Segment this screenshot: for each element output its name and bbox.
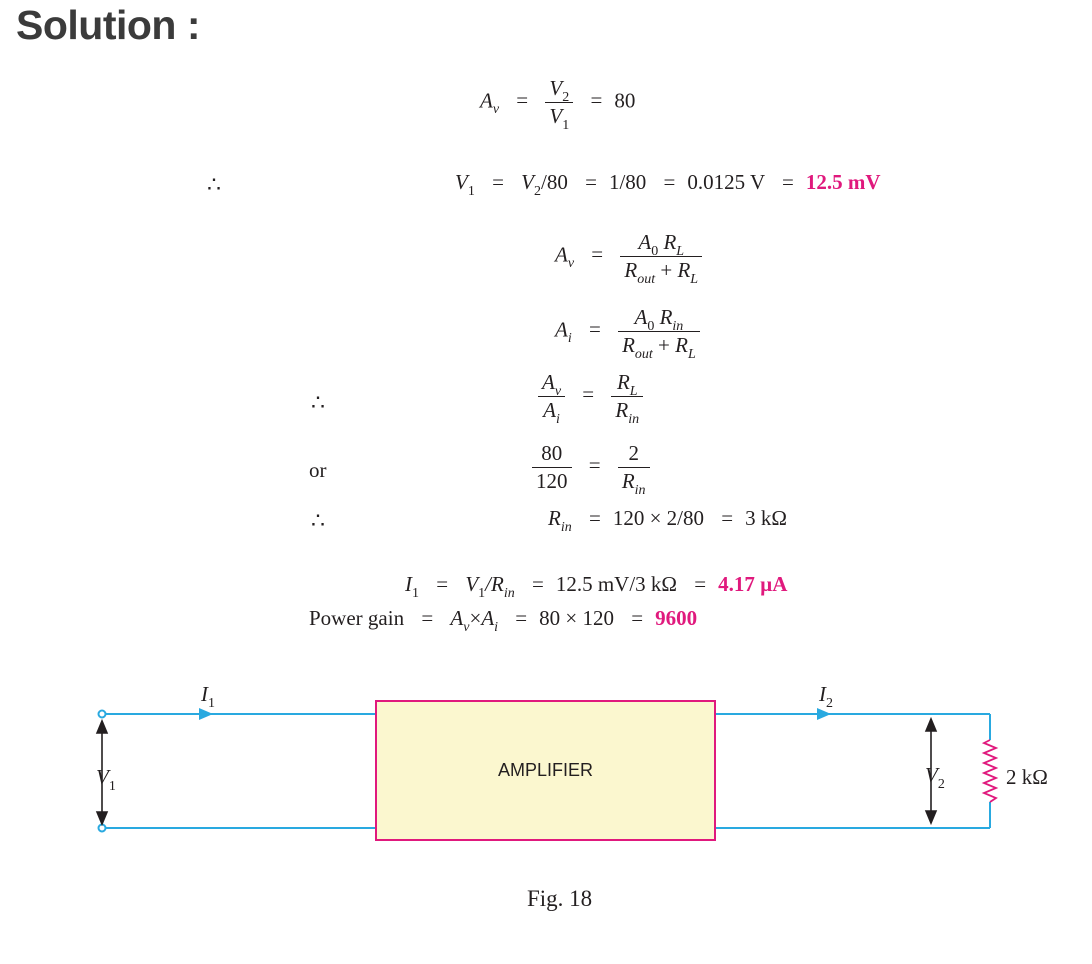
solution-heading: Solution :	[16, 2, 201, 48]
fraction: V2 V1	[545, 78, 574, 133]
therefore-symbol: ∴	[207, 172, 221, 197]
output-voltage-arrow-down	[924, 810, 938, 826]
amplifier-block: AMPLIFIER	[375, 700, 716, 841]
output-voltage-arrow-up	[924, 716, 938, 732]
fraction: RL Rin	[611, 372, 644, 427]
output-voltage-label: V2	[925, 763, 945, 792]
output-current-arrow	[817, 708, 831, 720]
output-current-label: I2	[819, 682, 833, 711]
fraction: A0 Rin Rout + RL	[618, 307, 700, 362]
input-voltage-arrow-down	[95, 811, 109, 827]
equation-input-current: I1 = V1/Rin =12.5 mV/3 kΩ =4.17 µA	[405, 572, 788, 601]
amplifier-label: AMPLIFIER	[497, 760, 594, 780]
equation-input-resistance: Rin =120 × 2/80 =3 kΩ	[548, 506, 787, 535]
equation-ai-formula: Ai = A0 Rin Rout + RL	[555, 307, 700, 362]
or-label: or	[309, 458, 327, 482]
therefore-symbol: ∴	[311, 390, 325, 415]
result-value: 12.5 mV	[805, 170, 881, 194]
input-voltage-arrow-up	[95, 718, 109, 734]
input-terminal-top	[97, 709, 107, 719]
equation-input-voltage: V1 = V2/80 =1/80 =0.0125 V =12.5 mV	[455, 170, 881, 199]
equation-substituted: 80 120 = 2 Rin	[532, 443, 650, 498]
input-current-arrow	[199, 708, 213, 720]
fraction: Av Ai	[538, 372, 566, 427]
fraction: 2 Rin	[617, 443, 650, 498]
equation-ratio: Av Ai = RL Rin	[538, 372, 644, 427]
load-resistance-label: 2 kΩ	[1006, 765, 1048, 789]
figure-caption: Fig. 18	[527, 886, 593, 911]
equation-power-gain: Power gain = Av×Ai =80 × 120 =9600	[309, 606, 698, 635]
fraction: 80 120	[532, 443, 572, 492]
input-current-label: I1	[201, 682, 215, 711]
equation-av-formula: Av = A0 RL Rout + RL	[555, 232, 703, 287]
load-resistor	[981, 739, 999, 803]
equation-voltage-gain: Av = V2 V1 =80	[480, 76, 636, 133]
therefore-symbol: ∴	[311, 508, 325, 533]
input-voltage-label: V1	[96, 765, 116, 794]
result-value: 9600	[655, 606, 698, 630]
result-value: 4.17 µA	[718, 572, 788, 596]
fraction: A0 RL Rout + RL	[620, 232, 703, 287]
